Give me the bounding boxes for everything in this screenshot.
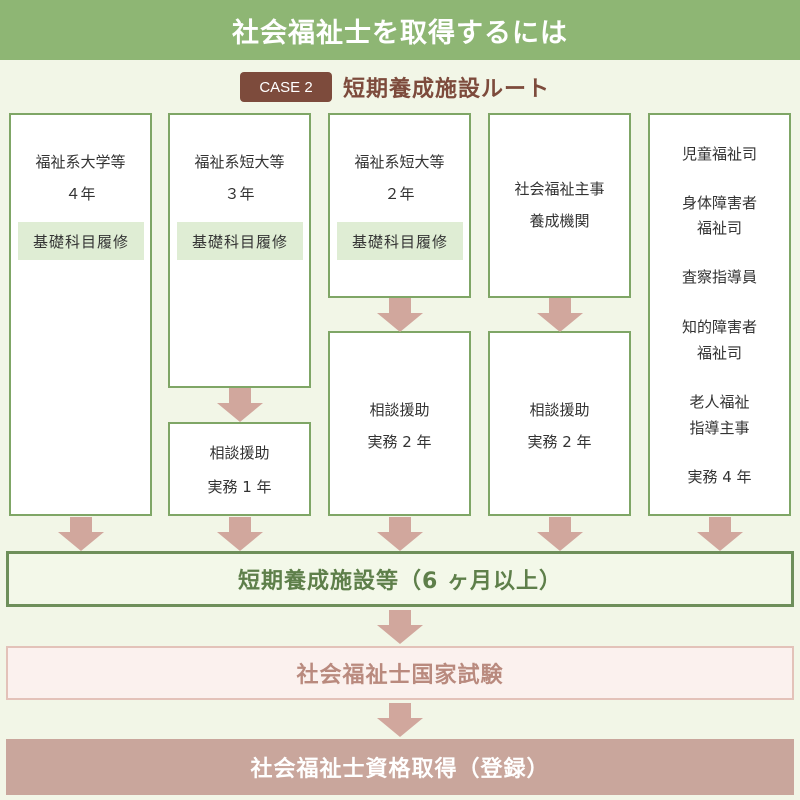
qualification-registration-bar: 社会福祉士資格取得（登録） bbox=[6, 739, 794, 795]
down-arrow-icon bbox=[377, 610, 423, 644]
down-arrow-icon bbox=[217, 388, 263, 422]
route-label: 福祉系短大等 bbox=[194, 153, 285, 171]
basic-subjects-tag: 基礎科目履修 bbox=[337, 222, 463, 260]
job-title: 知的障害者 bbox=[681, 318, 757, 336]
route-label: 養成機関 bbox=[529, 212, 590, 230]
job-title: 児童福祉司 bbox=[681, 145, 757, 163]
short-term-training-facility-bar: 短期養成施設等（6 ヶ月以上） bbox=[6, 551, 794, 607]
route-duration: ２年 bbox=[384, 185, 415, 203]
case-badge: CASE 2 bbox=[240, 72, 332, 102]
practice-label: 相談援助 bbox=[209, 444, 270, 462]
practice-box-1yr: 相談援助 実務 1 年 bbox=[168, 422, 311, 516]
job-title: 福祉司 bbox=[696, 219, 742, 237]
down-arrow-icon bbox=[377, 298, 423, 332]
practice-label: 相談援助 bbox=[529, 401, 590, 419]
practice-duration: 実務 4 年 bbox=[687, 468, 752, 486]
route-box-social-welfare-officer-school: 社会福祉主事 養成機関 bbox=[488, 113, 631, 298]
job-title: 指導主事 bbox=[689, 419, 750, 437]
practice-duration: 実務 2 年 bbox=[367, 433, 432, 451]
route-label: 福祉系大学等 bbox=[35, 153, 126, 171]
job-title: 福祉司 bbox=[696, 344, 742, 362]
down-arrow-icon bbox=[537, 298, 583, 332]
down-arrow-icon bbox=[537, 517, 583, 551]
route-duration: ３年 bbox=[224, 185, 255, 203]
down-arrow-icon bbox=[217, 517, 263, 551]
national-exam-bar: 社会福祉士国家試験 bbox=[6, 646, 794, 700]
practice-label: 相談援助 bbox=[369, 401, 430, 419]
case-title: 短期養成施設ルート bbox=[343, 77, 551, 102]
route-box-university-4yr: 福祉系大学等 ４年 基礎科目履修 bbox=[9, 113, 152, 516]
route-label: 社会福祉主事 bbox=[514, 180, 605, 198]
practice-box-2yr: 相談援助 実務 2 年 bbox=[488, 331, 631, 516]
page-header: 社会福祉士を取得するには bbox=[0, 0, 800, 60]
page-title: 社会福祉士を取得するには bbox=[232, 17, 568, 49]
exam-label: 社会福祉士国家試験 bbox=[296, 663, 504, 688]
down-arrow-icon bbox=[377, 703, 423, 737]
down-arrow-icon bbox=[377, 517, 423, 551]
job-title: 査察指導員 bbox=[681, 268, 757, 286]
registration-label: 社会福祉士資格取得（登録） bbox=[250, 757, 550, 782]
job-title: 身体障害者 bbox=[681, 194, 757, 212]
route-box-junior-college-3yr: 福祉系短大等 ３年 基礎科目履修 bbox=[168, 113, 311, 388]
route-box-junior-college-2yr: 福祉系短大等 ２年 基礎科目履修 bbox=[328, 113, 471, 298]
route-box-welfare-officers: 児童福祉司 身体障害者 福祉司 査察指導員 知的障害者 福祉司 老人福祉 指導主… bbox=[648, 113, 791, 516]
job-title: 老人福祉 bbox=[689, 393, 750, 411]
basic-subjects-tag: 基礎科目履修 bbox=[177, 222, 303, 260]
down-arrow-icon bbox=[697, 517, 743, 551]
route-label: 福祉系短大等 bbox=[354, 153, 445, 171]
facility-label: 短期養成施設等（6 ヶ月以上） bbox=[238, 569, 562, 594]
route-duration: ４年 bbox=[65, 185, 96, 203]
down-arrow-icon bbox=[58, 517, 104, 551]
practice-duration: 実務 1 年 bbox=[207, 478, 272, 496]
practice-box-2yr: 相談援助 実務 2 年 bbox=[328, 331, 471, 516]
basic-subjects-tag: 基礎科目履修 bbox=[18, 222, 144, 260]
practice-duration: 実務 2 年 bbox=[527, 433, 592, 451]
